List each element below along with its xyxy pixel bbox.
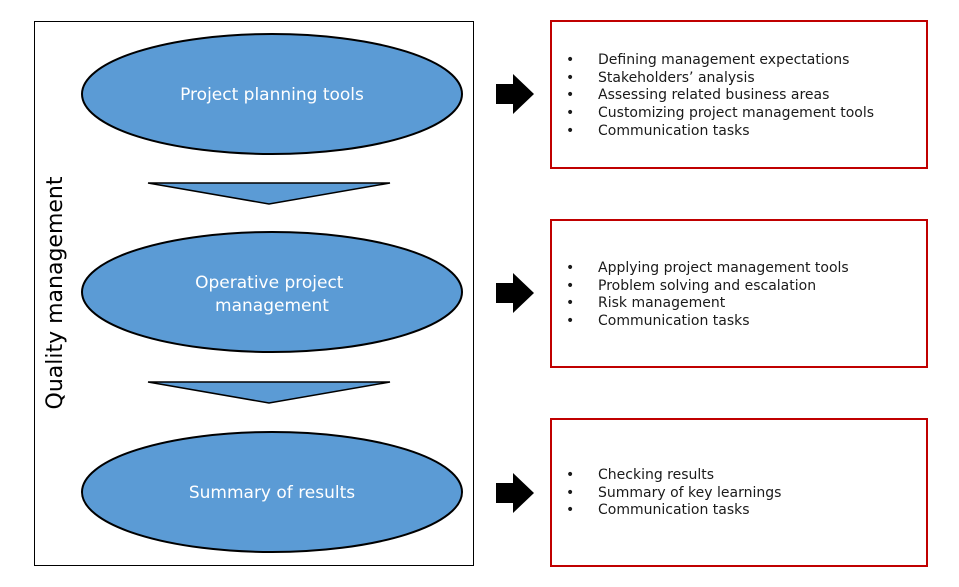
task-box-operative: Applying project management tools Proble… <box>550 219 928 368</box>
phase-ellipse-planning <box>81 33 463 155</box>
down-arrow-icon <box>147 182 391 205</box>
task-item: Communication tasks <box>566 123 874 141</box>
phase-label-planning: Project planning tools <box>180 85 364 105</box>
task-box-summary: Checking results Summary of key learning… <box>550 418 928 567</box>
task-item: Defining management expectations <box>566 52 874 70</box>
phase-ellipse-operative <box>81 231 463 353</box>
phase-label-operative-line-1: Operative project <box>195 273 344 293</box>
quality-management-label: Quality management <box>43 176 68 409</box>
right-arrow-icon <box>496 74 534 114</box>
phase-ellipse-summary <box>81 431 463 553</box>
task-item: Checking results <box>566 467 781 485</box>
down-arrow-icon <box>147 381 391 404</box>
phase-label-operative-line-2: management <box>215 296 329 316</box>
task-item: Communication tasks <box>566 313 849 331</box>
task-item: Assessing related business areas <box>566 87 874 105</box>
task-item: Customizing project management tools <box>566 105 874 123</box>
right-arrow-icon <box>496 473 534 513</box>
phase-label-summary: Summary of results <box>189 483 355 503</box>
task-list-summary: Checking results Summary of key learning… <box>566 467 781 520</box>
phase-label-operative: Operative project management <box>195 273 349 316</box>
task-list-planning: Defining management expectations Stakeho… <box>566 52 874 141</box>
task-item: Applying project management tools <box>566 260 849 278</box>
task-list-operative: Applying project management tools Proble… <box>566 260 849 331</box>
right-arrow-icon <box>496 273 534 313</box>
task-item: Summary of key learnings <box>566 485 781 503</box>
task-item: Communication tasks <box>566 502 781 520</box>
task-box-planning: Defining management expectations Stakeho… <box>550 20 928 169</box>
task-item: Problem solving and escalation <box>566 278 849 296</box>
task-item: Stakeholders’ analysis <box>566 70 874 88</box>
task-item: Risk management <box>566 295 849 313</box>
